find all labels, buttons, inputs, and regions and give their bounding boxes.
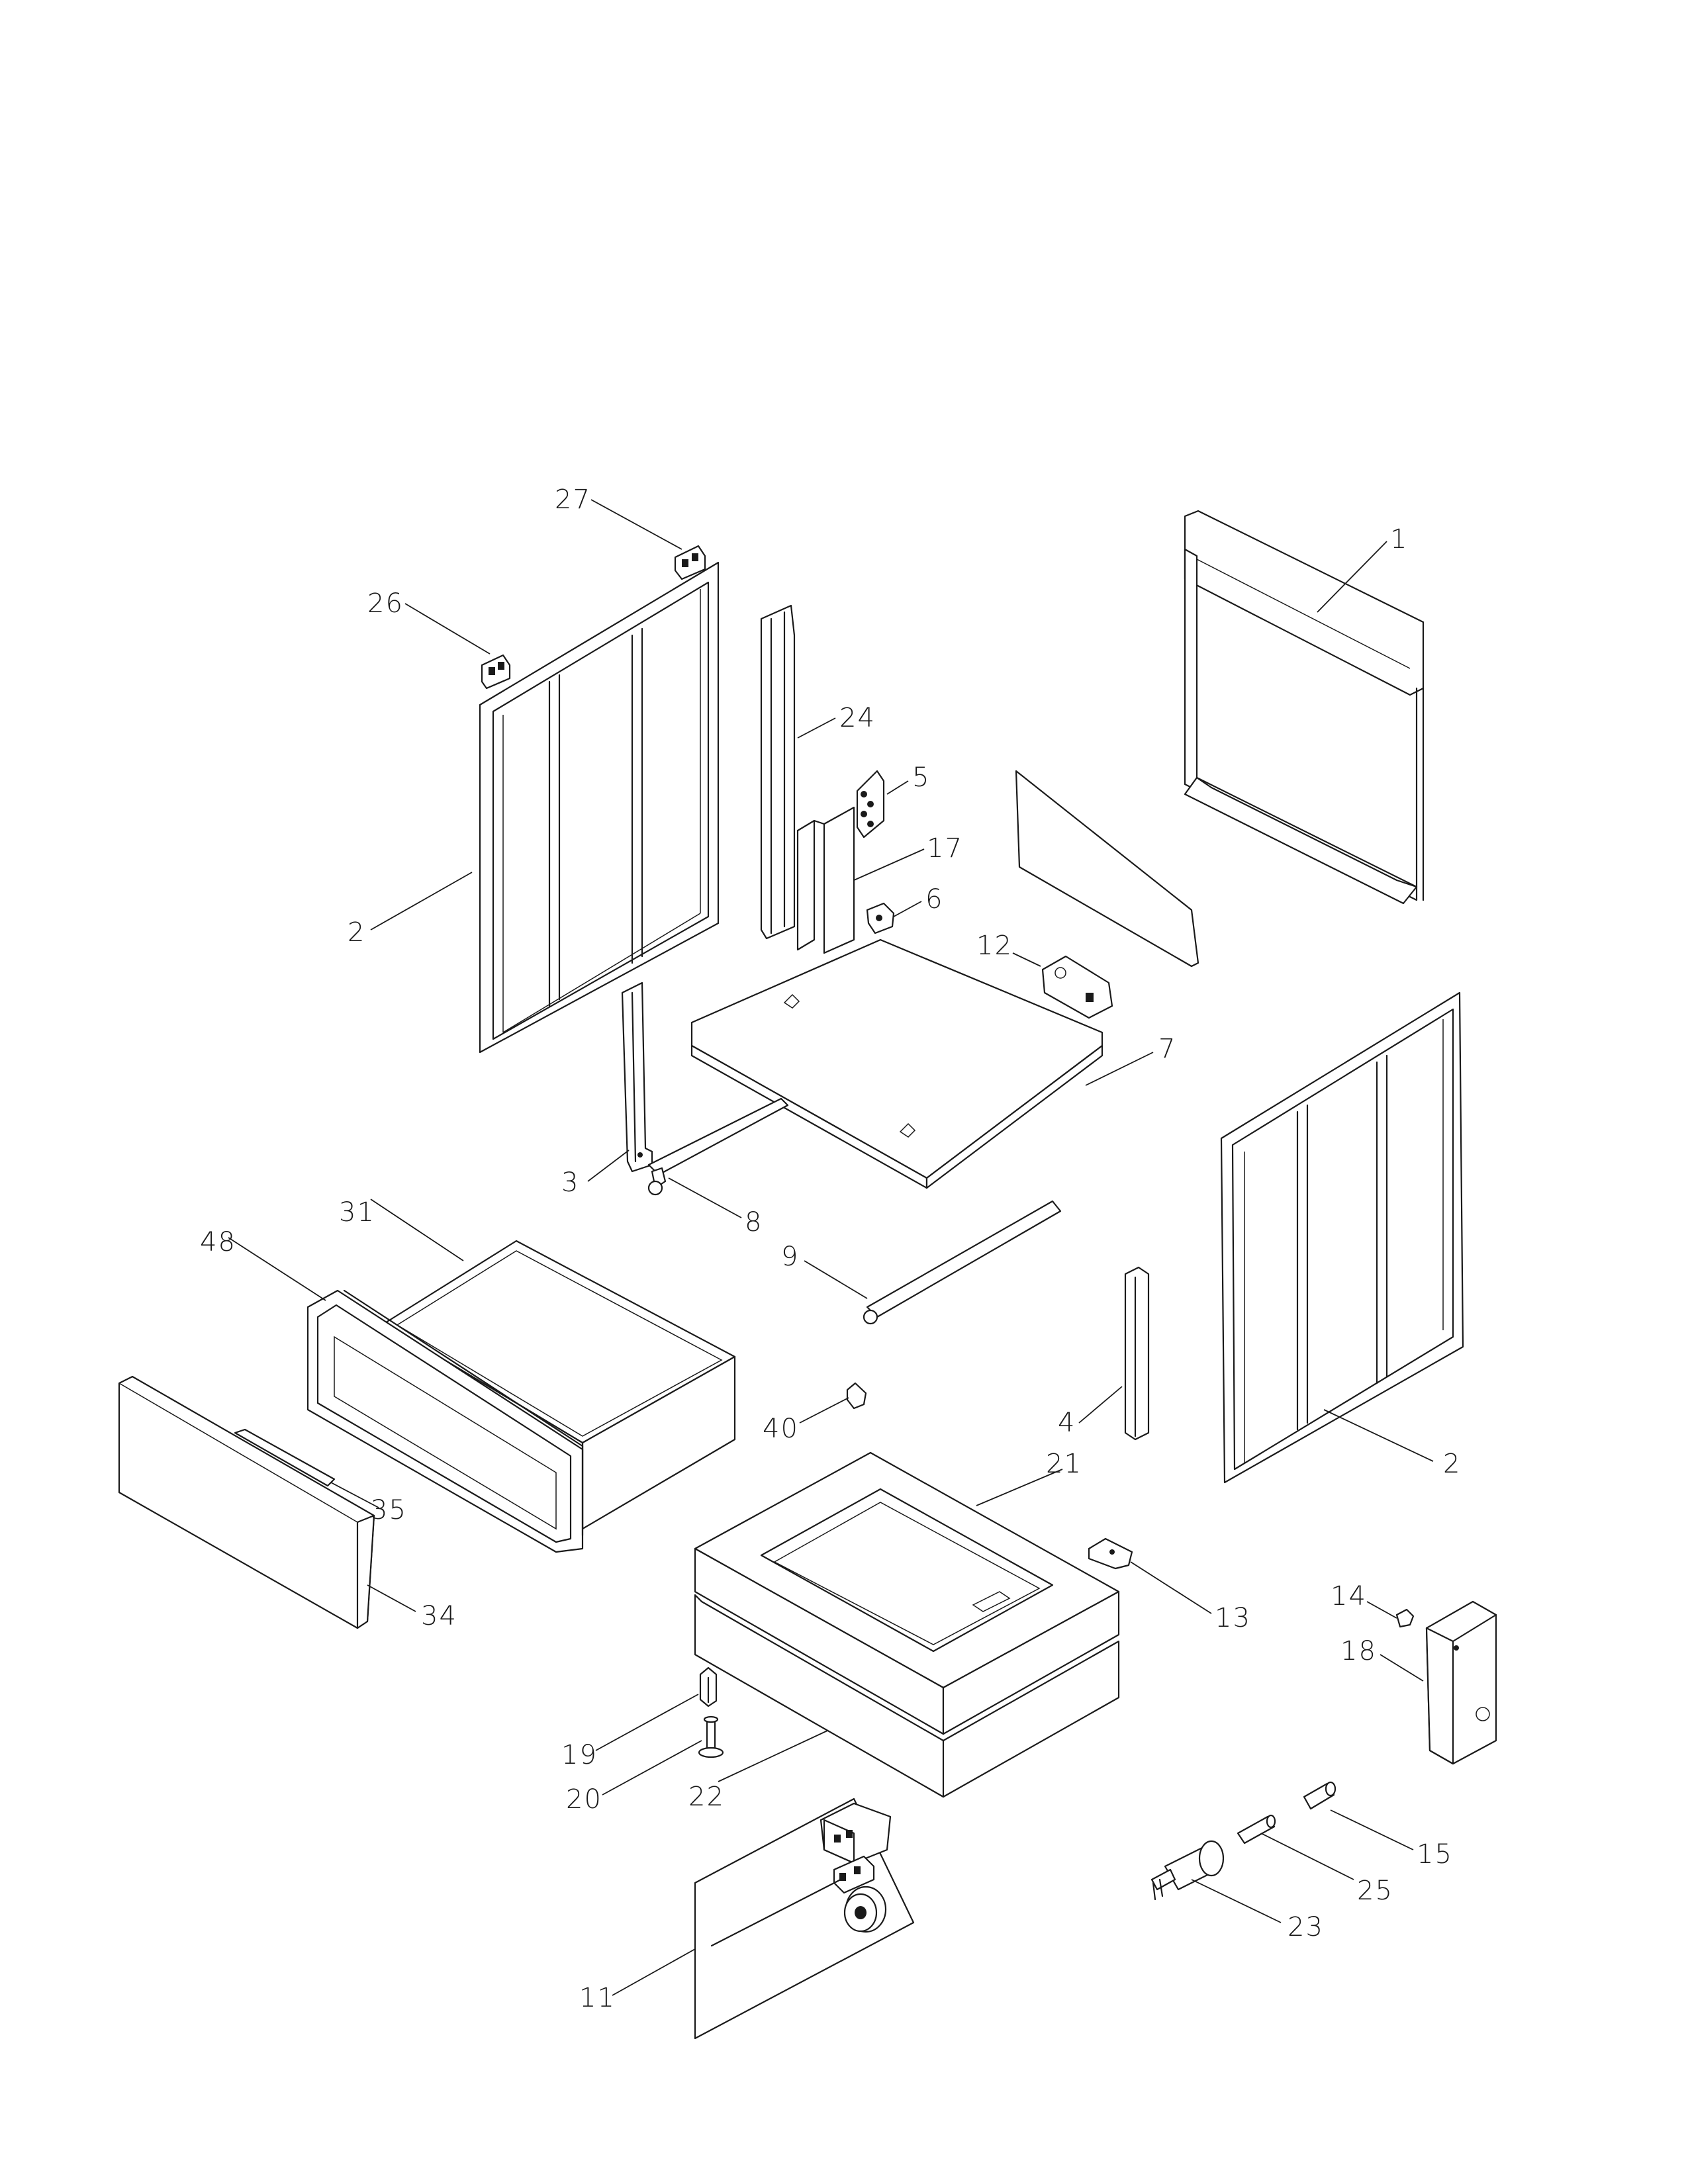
callout-26: 26	[367, 588, 404, 619]
part-48-drawer-liner-frame	[228, 1237, 584, 1553]
callout-15: 15	[1417, 1839, 1453, 1870]
callout-24: 24	[839, 703, 876, 733]
part-21-base-frame	[694, 1451, 1120, 1735]
part-19-clip	[595, 1666, 718, 1751]
callout-22: 22	[688, 1782, 725, 1812]
part-20-leveling-leg	[602, 1715, 724, 1796]
part-2-left-side-panel	[370, 561, 720, 1054]
callout-35: 35	[371, 1495, 407, 1525]
callout-3: 3	[561, 1167, 579, 1198]
part-7-bottom-tray	[690, 938, 1154, 1189]
part-1-rear-panel	[1184, 510, 1425, 905]
part-35-handle	[234, 1428, 379, 1508]
heat-shield-panel	[1015, 770, 1199, 968]
callout-21: 21	[1046, 1449, 1082, 1479]
part-34-drawer-front	[118, 1375, 416, 1629]
callout-8: 8	[745, 1207, 763, 1238]
part-40-clip	[799, 1382, 867, 1424]
callout-14: 14	[1331, 1581, 1367, 1612]
callout-34: 34	[421, 1601, 457, 1631]
callout-31: 31	[339, 1197, 375, 1228]
callout-27: 27	[555, 484, 591, 515]
callout-12: 12	[976, 931, 1013, 961]
part-27-bracket	[590, 499, 706, 580]
callout-5: 5	[912, 762, 930, 793]
part-13-bracket	[1088, 1537, 1212, 1614]
part-5-terminal-block	[856, 770, 909, 839]
part-9-slide-rail	[804, 1200, 1062, 1325]
part-17-vertical-cover	[796, 806, 925, 954]
callout-20: 20	[566, 1784, 602, 1815]
part-6-connector	[866, 901, 922, 934]
part-14-clip	[1366, 1601, 1415, 1628]
callout-48: 48	[200, 1227, 236, 1257]
callout-4: 4	[1058, 1408, 1076, 1438]
callout-1: 1	[1390, 524, 1408, 555]
part-22-base-skirt	[694, 1594, 1120, 1798]
part-23-igniter	[1150, 1840, 1282, 1923]
part-2-right-side-panel	[1220, 991, 1464, 1484]
callout-13: 13	[1215, 1603, 1251, 1633]
callout-25: 25	[1357, 1876, 1393, 1906]
part-11-caster-assembly	[612, 1797, 915, 2040]
callout-6: 6	[925, 884, 943, 915]
part-3-support-bracket	[587, 981, 653, 1182]
part-26-bracket	[404, 603, 511, 690]
callout-7: 7	[1158, 1034, 1176, 1064]
callout-19: 19	[561, 1740, 598, 1770]
callout-2-right: 2	[1443, 1449, 1461, 1479]
part-4-support-bracket	[1078, 1266, 1150, 1441]
callout-2-left: 2	[348, 917, 365, 948]
callout-23: 23	[1288, 1912, 1324, 1942]
part-18-electrical-box	[1380, 1600, 1497, 1765]
part-12-switch	[1012, 952, 1113, 1019]
part-24-vertical-channel	[760, 604, 836, 940]
part-15-rod	[1303, 1781, 1414, 1850]
callout-17: 17	[927, 833, 963, 864]
callout-11: 11	[579, 1983, 616, 2013]
callout-18: 18	[1340, 1636, 1377, 1666]
callout-9: 9	[781, 1242, 799, 1272]
part-8-slide-rail	[647, 1097, 789, 1218]
part-25-rod	[1237, 1814, 1354, 1880]
callout-40: 40	[763, 1414, 799, 1444]
